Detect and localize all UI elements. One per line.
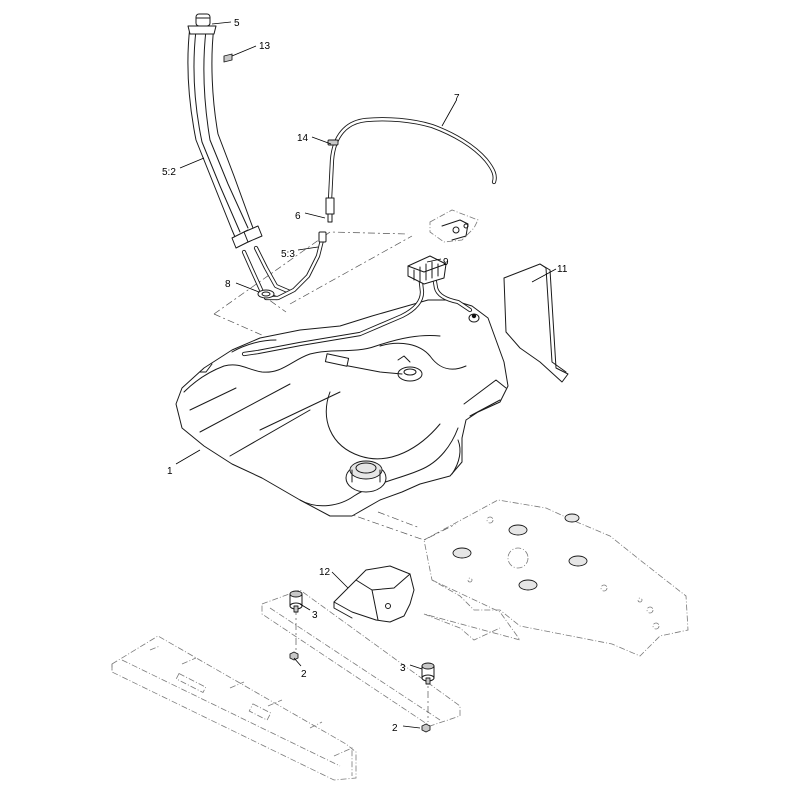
callout-3-bumper-left: 3 xyxy=(299,603,318,621)
leader-line xyxy=(297,246,319,251)
frame-rail-phantom xyxy=(111,635,357,781)
callout-5-3-fuel-hose: 5:3 xyxy=(281,246,319,260)
callout-label: 12 xyxy=(319,567,331,578)
nut-right xyxy=(421,723,431,733)
cross-plate-phantom xyxy=(261,589,461,727)
leader-line xyxy=(175,449,201,465)
bumper-right xyxy=(421,662,435,685)
vent-hose xyxy=(325,117,497,223)
callout-label: 3 xyxy=(312,610,318,621)
callout-label: 6 xyxy=(295,211,301,222)
callout-9-valve: 9 xyxy=(426,257,449,268)
callout-label: 13 xyxy=(259,41,271,52)
heat-shield xyxy=(503,263,569,383)
callout-label: 9 xyxy=(443,257,449,268)
leader-line xyxy=(293,657,302,667)
leader-line xyxy=(299,603,311,611)
callout-label: 3 xyxy=(400,663,406,674)
callout-1-fuel-tank: 1 xyxy=(167,449,201,477)
leader-line xyxy=(231,45,257,57)
callout-2-nut-left: 2 xyxy=(293,657,307,680)
rollover-valve xyxy=(407,255,447,285)
callout-11-heat-shield: 11 xyxy=(531,264,568,283)
filler-hose-assembly xyxy=(187,13,293,301)
leader-line xyxy=(179,157,205,169)
callout-label: 2 xyxy=(301,669,307,680)
callout-label: 8 xyxy=(225,279,231,290)
callout-14-clamp: 14 xyxy=(297,133,332,145)
hose-clamp-14 xyxy=(327,139,339,146)
callout-5-2-fuel-hose: 5:2 xyxy=(162,157,205,178)
bumper-left xyxy=(289,590,303,613)
leader-line xyxy=(304,212,326,219)
callout-label: 1 xyxy=(167,466,173,477)
callout-7-vent-hose: 7 xyxy=(441,93,460,127)
callout-8-clamp: 8 xyxy=(225,279,260,293)
callout-3-bumper-right: 3 xyxy=(400,663,423,674)
callout-label: 5:2 xyxy=(162,167,176,178)
fuel-hose-5-3 xyxy=(263,231,327,301)
fuel-tank xyxy=(175,299,509,517)
nut-left xyxy=(289,651,299,661)
callout-13-screw: 13 xyxy=(231,41,271,57)
callout-layer: 5 13 7 14 5:2 6 5:3 9 11 8 1 12 3 2 3 2 xyxy=(162,18,568,734)
leader-line xyxy=(426,258,442,263)
tank-bracket-12 xyxy=(333,565,415,623)
callout-label: 2 xyxy=(392,723,398,734)
leader-line xyxy=(531,268,557,283)
callout-2-nut-right: 2 xyxy=(392,723,421,734)
callout-label: 14 xyxy=(297,133,309,144)
vent-line-assembly xyxy=(241,271,473,357)
hose-clamp-8 xyxy=(257,289,275,299)
valve-bracket xyxy=(429,209,479,243)
leader-line xyxy=(311,136,332,145)
callout-5-filler-neck: 5 xyxy=(211,18,240,29)
callout-12-bracket: 12 xyxy=(319,567,349,589)
callout-label: 5:3 xyxy=(281,249,295,260)
callout-label: 7 xyxy=(454,93,460,104)
callout-label: 5 xyxy=(234,18,240,29)
leader-line xyxy=(331,571,349,589)
chassis-plate-phantom xyxy=(423,499,689,657)
leader-line xyxy=(235,282,260,293)
callout-label: 11 xyxy=(557,264,568,275)
leader-line xyxy=(402,725,421,729)
callout-6-connector: 6 xyxy=(295,211,326,222)
leader-line xyxy=(409,664,423,670)
leader-line xyxy=(211,21,232,25)
leader-line xyxy=(441,100,457,127)
